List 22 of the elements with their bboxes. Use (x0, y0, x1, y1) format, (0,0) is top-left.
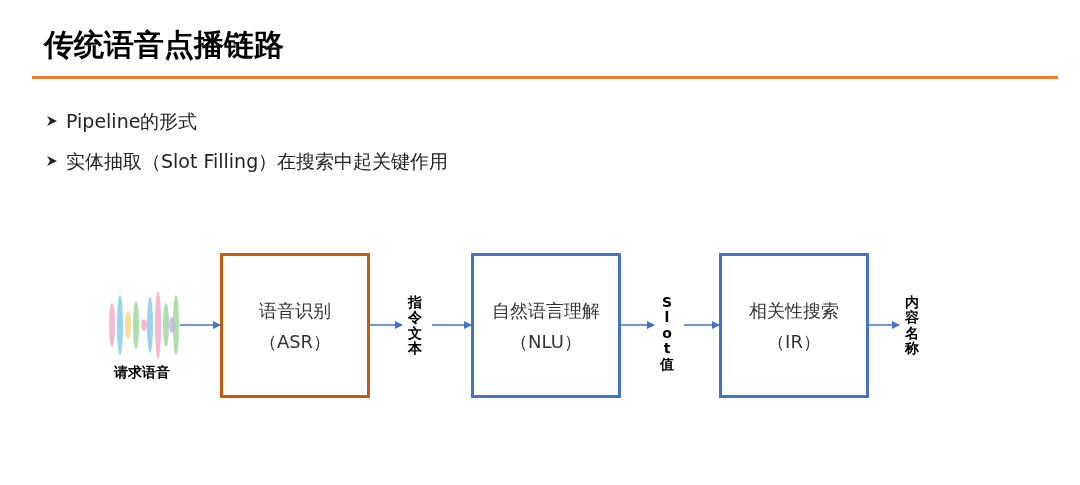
box-text: （ASR） (258, 329, 332, 354)
box-text: （NLU） (510, 329, 582, 354)
picture-caption: 请求语音 (114, 363, 170, 382)
title: 传统语音点播链路 (44, 26, 284, 64)
arrow (179, 321, 221, 329)
edge-text: 指令文本 (408, 295, 422, 357)
process-box (471, 253, 621, 398)
arrow (369, 321, 403, 329)
arrow (683, 321, 720, 329)
edge-text: 内容名称 (905, 295, 919, 357)
arrow (431, 321, 472, 329)
box-text: 相关性搜索 (749, 298, 839, 323)
arrow (868, 321, 900, 329)
box-text: 自然语言理解 (492, 298, 600, 323)
bullet-text: 实体抽取（Slot Filling）在搜索中起关键作用 (66, 149, 449, 174)
bullet-text: Pipeline的形式 (66, 109, 198, 134)
edge-text: Slot值 (660, 295, 674, 372)
process-box (719, 253, 869, 398)
box-text: （IR） (767, 329, 821, 354)
arrow (620, 321, 655, 329)
box-text: 语音识别 (259, 298, 331, 323)
process-box (220, 253, 370, 398)
